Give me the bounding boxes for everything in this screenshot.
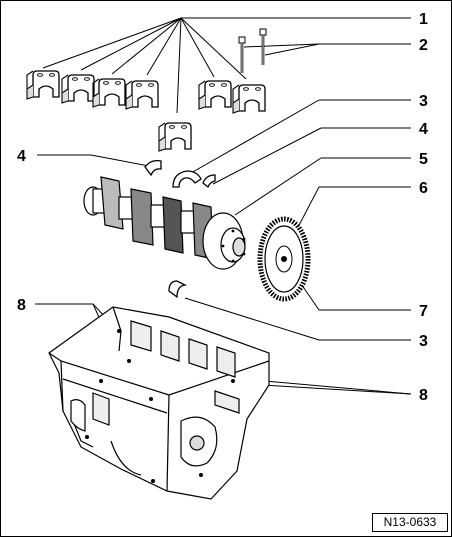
callout-7: 7 [419, 303, 428, 320]
callout-3-bottom: 3 [419, 333, 428, 350]
callout-5: 5 [419, 151, 428, 168]
callout-8-left: 8 [17, 297, 26, 314]
callout-3-top: 3 [419, 93, 428, 110]
callout-4-right: 4 [419, 121, 428, 138]
main-bearing-caps [26, 70, 266, 152]
callout-4-left: 4 [17, 148, 26, 165]
reference-code: N13-0633 [372, 513, 448, 532]
callout-6: 6 [419, 180, 428, 197]
crankshaft [83, 176, 246, 270]
callout-numbers: 1 2 3 4 4 5 6 7 8 3 8 [17, 11, 428, 404]
callout-8-right: 8 [419, 387, 428, 404]
callout-2: 2 [419, 37, 428, 54]
drive-plate [257, 216, 311, 302]
thrust-washers [144, 159, 216, 299]
cap-bolts [237, 27, 268, 75]
callout-1: 1 [419, 11, 428, 28]
cylinder-block [48, 306, 270, 500]
